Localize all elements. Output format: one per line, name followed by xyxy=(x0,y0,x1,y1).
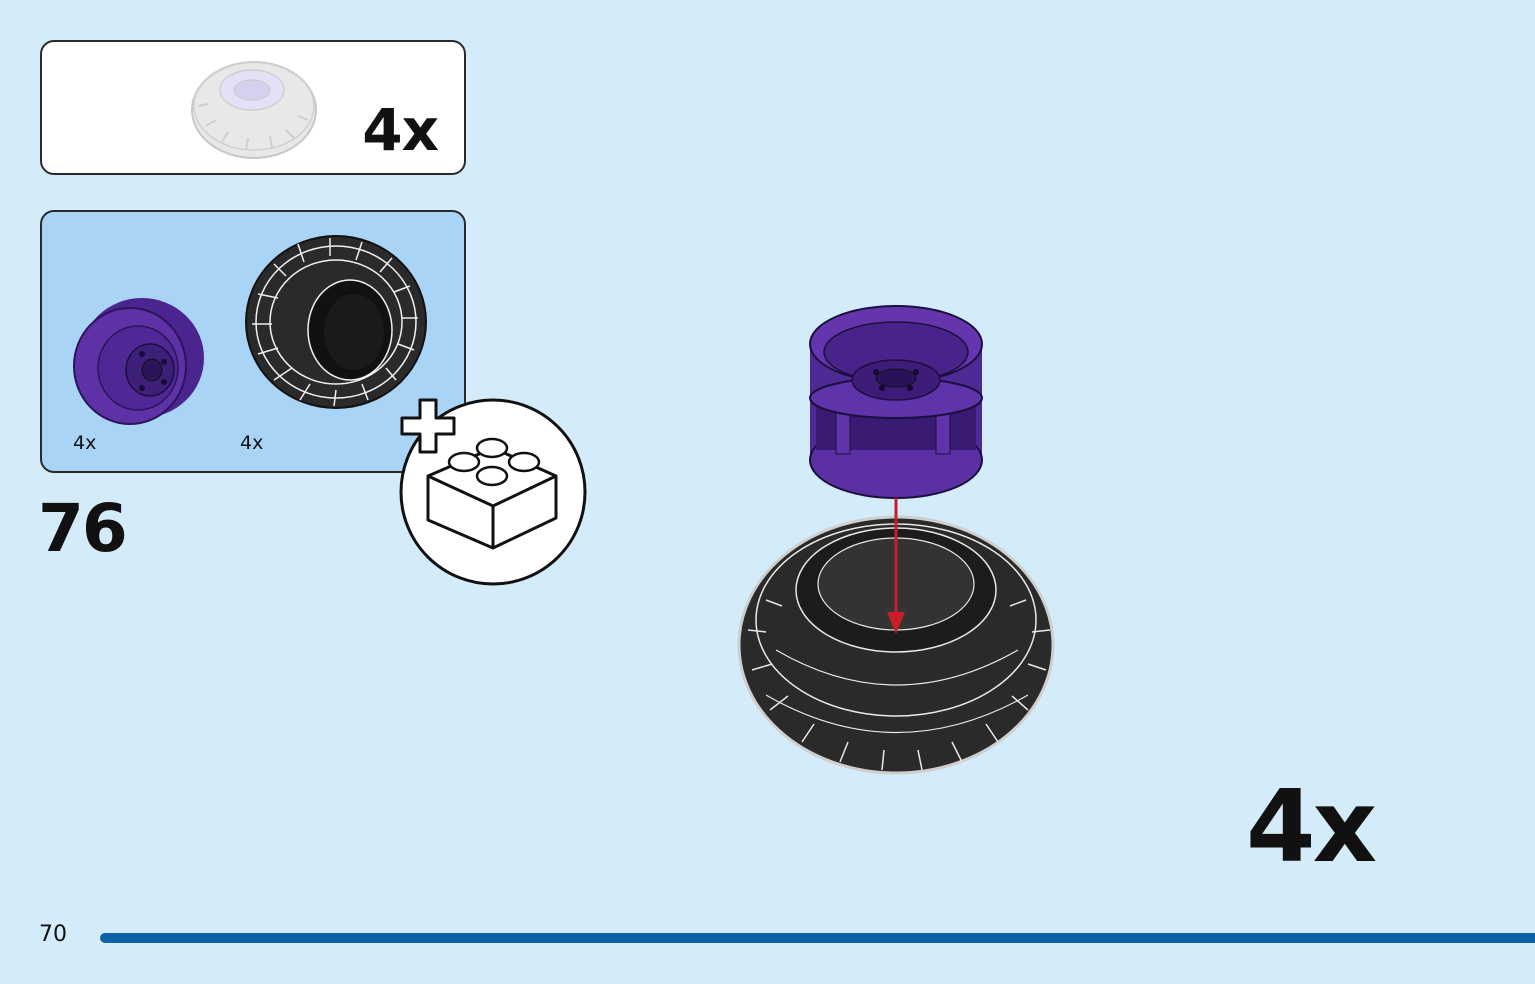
page-footer-line xyxy=(100,933,1535,943)
rim-part-icon xyxy=(73,298,204,425)
page-number: 70 xyxy=(39,922,67,947)
rim-part-quantity: 4x xyxy=(73,432,97,454)
parts-list: 4x 4x xyxy=(40,210,466,473)
submodel-wheel-preview xyxy=(191,61,317,159)
insert-arrow xyxy=(887,498,905,634)
add-brick-icon xyxy=(399,398,587,586)
tire-part-quantity: 4x xyxy=(240,432,264,454)
rim-icon xyxy=(809,305,983,499)
build-illustration xyxy=(737,305,1055,775)
step-number: 76 xyxy=(38,490,128,567)
submodel-quantity: 4x xyxy=(362,96,439,164)
submodel-callout: 4x xyxy=(40,40,466,175)
build-quantity: 4x xyxy=(1246,768,1377,885)
tire-part-icon xyxy=(245,235,427,409)
